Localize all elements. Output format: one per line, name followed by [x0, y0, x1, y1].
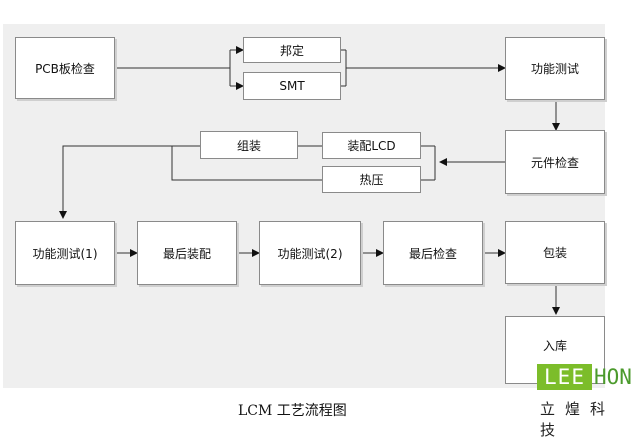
warehouse-label: 入库: [542, 339, 567, 353]
node-assembly: 组装: [200, 131, 298, 159]
node-function-test: 功能测试: [505, 37, 605, 100]
node-function-test-1: 功能测试(1): [15, 221, 115, 285]
node-function-test-2: 功能测试(2): [259, 221, 361, 285]
node-pcb-check: PCB板检查: [15, 37, 115, 99]
company-logo: LEE HON 立煌科技: [534, 360, 634, 439]
node-hot-press: 热压: [322, 166, 421, 193]
node-assemble-lcd: 装配LCD: [322, 132, 421, 159]
logo-lee: LEE: [537, 364, 592, 390]
flow-connectors: [59, 46, 560, 378]
logo-chinese-name: 立煌科技: [540, 400, 616, 439]
node-smt: SMT: [243, 72, 341, 100]
node-packaging: 包装: [505, 221, 605, 284]
node-final-assembly: 最后装配: [137, 221, 237, 285]
node-component-check: 元件检查: [505, 130, 605, 194]
node-final-check: 最后检查: [383, 221, 483, 285]
connector-assembly-to-ft1: [59, 145, 200, 219]
logo-hon: HON: [594, 365, 632, 389]
diagram-caption: LCM 工艺流程图: [238, 403, 347, 419]
node-bonding: 邦定: [243, 37, 341, 63]
